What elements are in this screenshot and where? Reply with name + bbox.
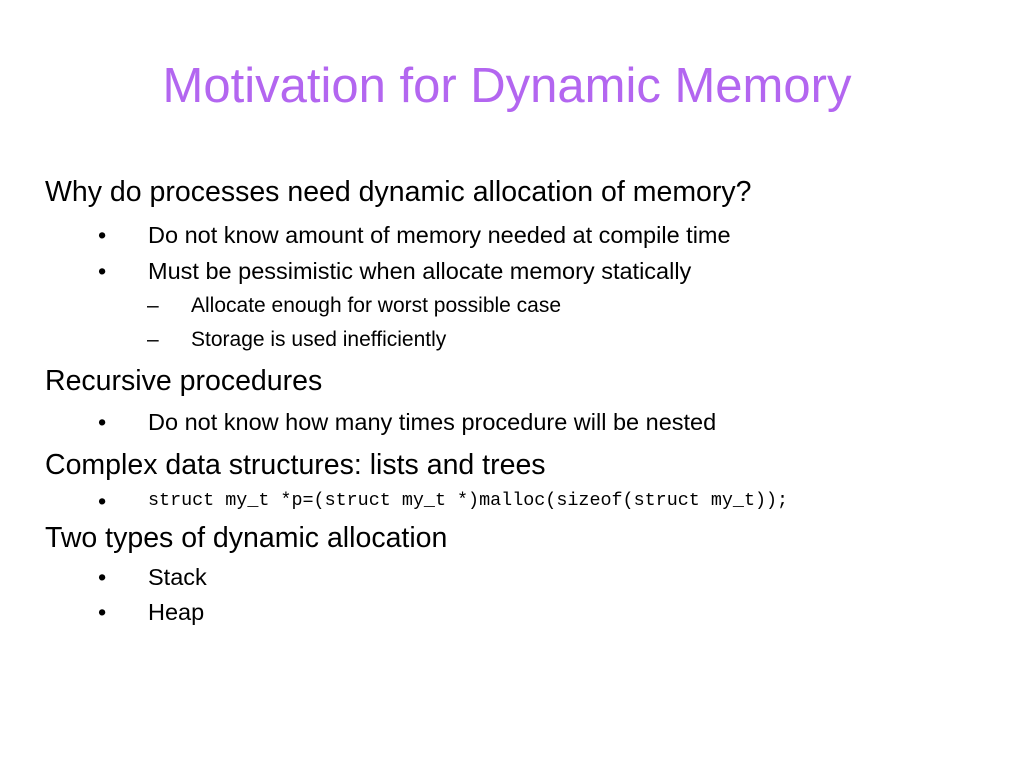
- bullet-dot-icon: •: [98, 258, 107, 284]
- bullet-text: Complex data structures: lists and trees: [45, 449, 546, 481]
- bullet-text: Do not know how many times procedure wil…: [148, 409, 717, 435]
- bullet-text: Storage is used inefficiently: [191, 328, 447, 351]
- bullet-dot-icon: •: [98, 599, 107, 625]
- bullet-text: Do not know amount of memory needed at c…: [148, 222, 731, 248]
- bullet-level1: Recursive procedures: [45, 364, 322, 398]
- bullet-dot-icon: •: [98, 564, 107, 590]
- bullet-text: Why do processes need dynamic allocation…: [45, 176, 752, 208]
- bullet-dash-icon: –: [147, 328, 159, 351]
- bullet-level1: Why do processes need dynamic allocation…: [45, 175, 752, 209]
- bullet-dot-icon: •: [98, 409, 107, 435]
- bullet-text: Recursive procedures: [45, 365, 323, 397]
- bullet-dot-icon: •: [98, 222, 107, 248]
- bullet-dash-icon: –: [147, 294, 159, 317]
- bullet-text: Heap: [148, 599, 205, 625]
- bullet-dot-icon: •: [98, 488, 107, 514]
- bullet-text: Allocate enough for worst possible case: [191, 294, 562, 317]
- code-snippet: struct my_t *p=(struct my_t *)malloc(siz…: [148, 490, 789, 511]
- bullet-text: Must be pessimistic when allocate memory…: [148, 258, 692, 284]
- bullet-text: Two types of dynamic allocation: [45, 522, 448, 554]
- bullet-level1: Two types of dynamic allocation: [45, 521, 447, 555]
- bullet-level1: Complex data structures: lists and trees: [45, 448, 546, 482]
- bullet-text: Stack: [148, 564, 207, 590]
- slide-title: Motivation for Dynamic Memory: [162, 59, 852, 113]
